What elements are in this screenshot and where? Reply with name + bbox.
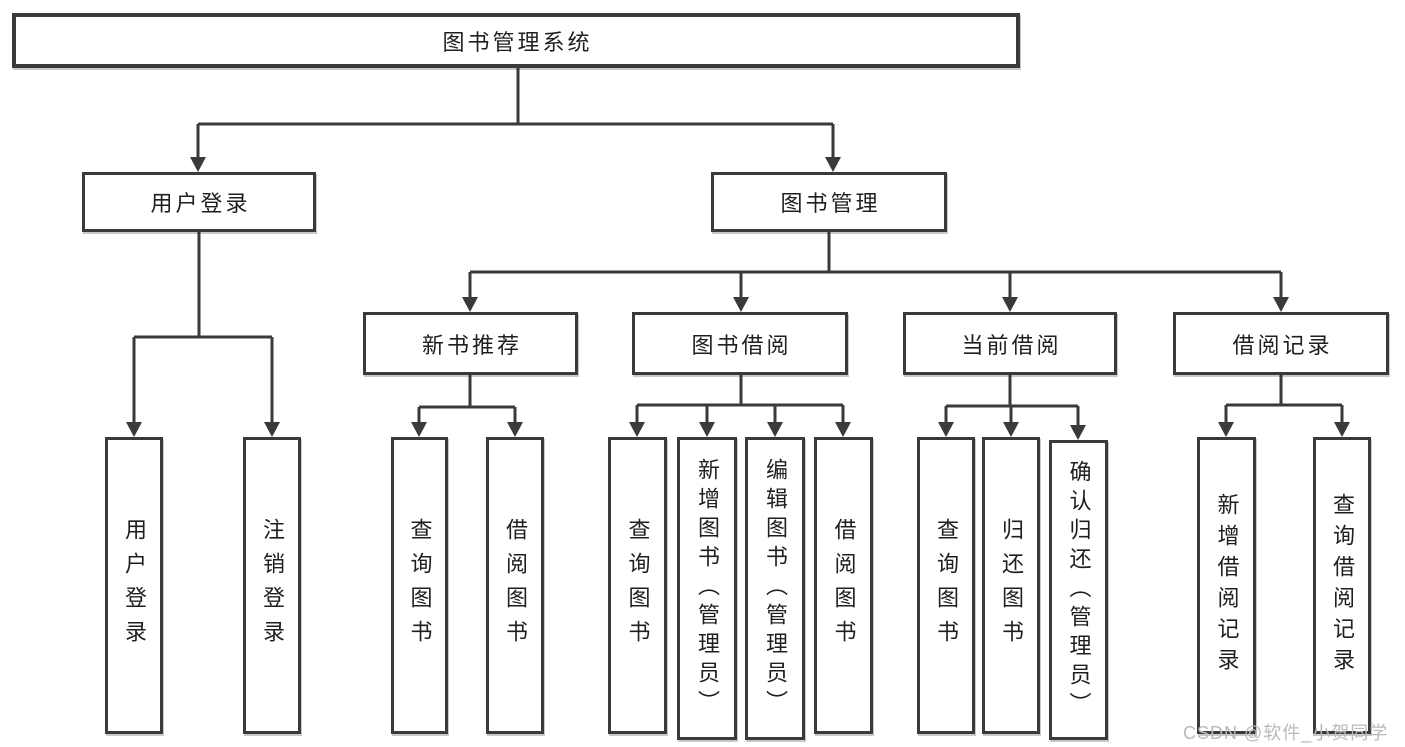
arrow-down-icon: [264, 422, 280, 437]
node-label: 查询图书: [407, 517, 433, 654]
node-new-book-recommend: 新书推荐: [363, 312, 578, 375]
arrow-down-icon: [411, 422, 427, 437]
arrow-down-icon: [767, 422, 783, 437]
node-label: 查询图书: [934, 517, 959, 654]
connector-current-borrowing-branch: [944, 375, 1080, 428]
arrow-down-icon: [825, 157, 841, 172]
connector-user-login-branch: [132, 232, 274, 425]
leaf-query-books-recommend: 查询图书: [391, 437, 448, 734]
arrow-down-icon: [462, 297, 478, 312]
leaf-query-borrow-record: 查询借阅记录: [1313, 437, 1371, 734]
connector-root-branch: [196, 68, 835, 160]
connector-book-borrowing-branch: [635, 375, 845, 425]
node-label: 新书推荐: [421, 332, 522, 358]
node-label: 注销登录: [260, 517, 285, 654]
leaf-borrow-books: 借阅图书: [814, 437, 873, 734]
leaf-edit-books-admin: 编辑图书（管理员）: [745, 437, 805, 740]
csdn-watermark: CSDN @软件_小贺同学: [1183, 723, 1389, 743]
arrow-down-icon: [190, 157, 206, 172]
node-user-login: 用户登录: [82, 172, 316, 232]
node-label: 图书借阅: [691, 332, 792, 358]
leaf-confirm-return-admin: 确认归还（管理员）: [1049, 440, 1108, 740]
node-book-management: 图书管理: [711, 172, 947, 232]
leaf-query-books-current: 查询图书: [917, 437, 975, 734]
node-label: 查询借阅记录: [1330, 492, 1355, 679]
arrow-down-icon: [835, 422, 851, 437]
node-label: 新增图书（管理员）: [695, 458, 720, 719]
arrow-down-icon: [1273, 297, 1289, 312]
connector-book-management-branch: [468, 232, 1283, 300]
arrow-down-icon: [699, 422, 715, 437]
connector-borrowing-records-branch: [1224, 375, 1344, 425]
node-label: 图书管理: [780, 191, 881, 216]
leaf-user-login: 用户登录: [105, 437, 163, 734]
connector-new-book-branch: [417, 375, 517, 425]
node-label: 用户登录: [150, 191, 251, 216]
leaf-add-borrow-record: 新增借阅记录: [1197, 437, 1256, 734]
node-label: 归还图书: [999, 517, 1024, 654]
leaf-add-books-admin: 新增图书（管理员）: [677, 437, 737, 740]
node-label: 确认归还（管理员）: [1066, 459, 1092, 721]
node-library-system: 图书管理系统: [12, 13, 1020, 68]
node-label: 借阅图书: [503, 517, 528, 654]
leaf-logout: 注销登录: [243, 437, 301, 734]
leaf-borrow-books-recommend: 借阅图书: [486, 437, 544, 734]
arrow-down-icon: [1218, 422, 1234, 437]
node-current-borrowing: 当前借阅: [903, 312, 1117, 375]
leaf-query-books-borrowing: 查询图书: [608, 437, 667, 734]
node-label: 用户登录: [122, 517, 147, 654]
arrow-down-icon: [1003, 422, 1019, 437]
node-borrowing-records: 借阅记录: [1173, 312, 1389, 375]
arrow-down-icon: [1334, 422, 1350, 437]
node-label: 当前借阅: [961, 332, 1062, 358]
arrow-down-icon: [126, 422, 142, 437]
leaf-return-books: 归还图书: [982, 437, 1040, 734]
node-label: 借阅记录: [1232, 332, 1333, 358]
arrow-down-icons: [126, 157, 1350, 440]
node-label: 借阅图书: [831, 517, 857, 654]
node-label: 图书管理系统: [442, 29, 593, 55]
arrow-down-icon: [629, 422, 645, 437]
node-label: 编辑图书（管理员）: [763, 458, 788, 719]
node-label: 查询图书: [625, 517, 651, 654]
arrow-down-icon: [507, 422, 523, 437]
arrow-down-icon: [1002, 297, 1018, 312]
arrow-down-icon: [1070, 425, 1086, 440]
arrow-down-icon: [938, 422, 954, 437]
arrow-down-icon: [733, 297, 749, 312]
node-book-borrowing: 图书借阅: [632, 312, 848, 375]
node-label: 新增借阅记录: [1214, 492, 1240, 679]
